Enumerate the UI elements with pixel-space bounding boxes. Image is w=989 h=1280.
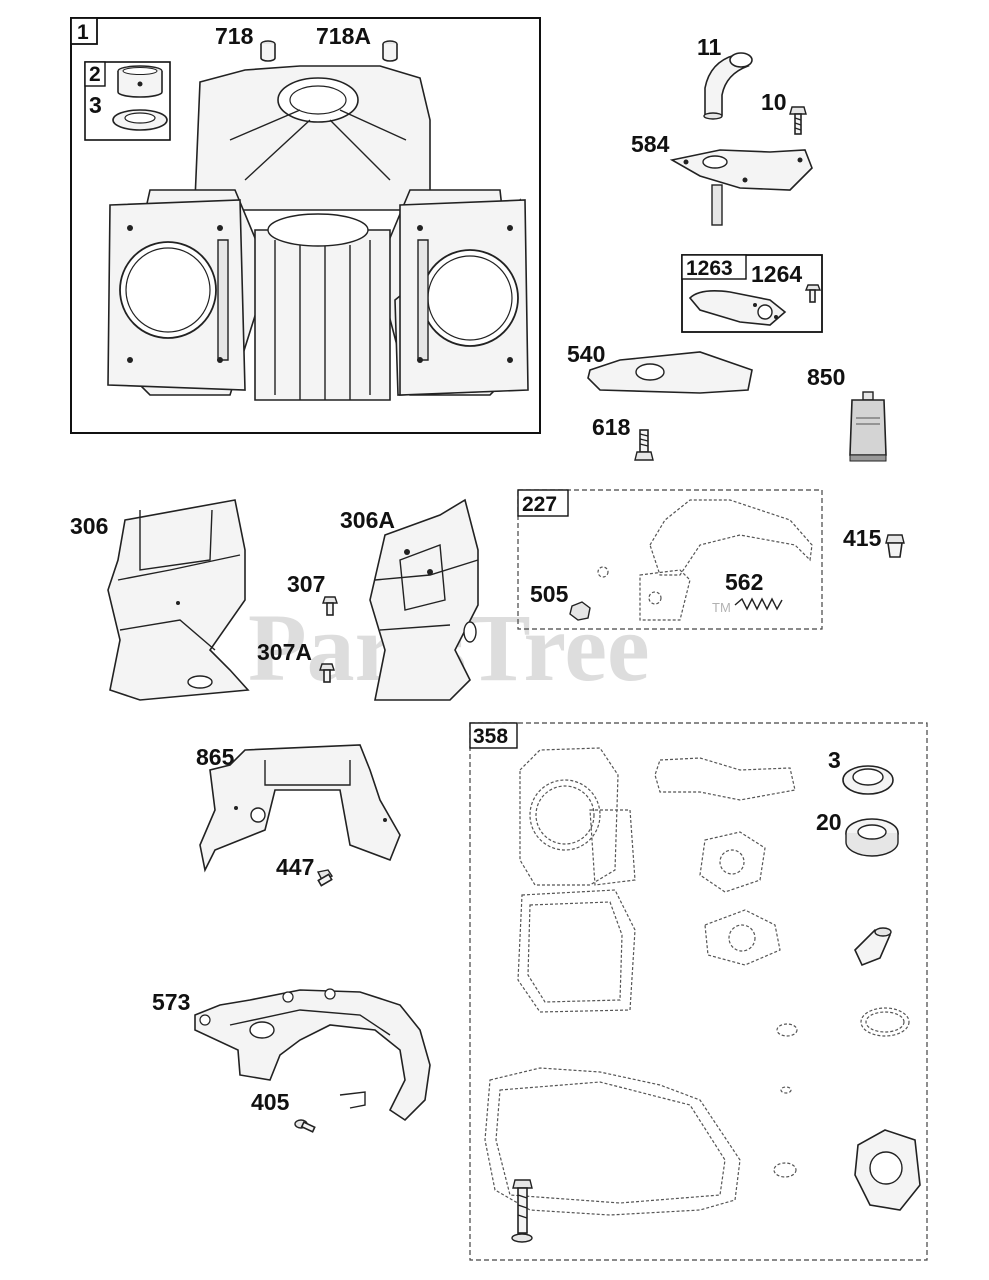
screw-307-part <box>322 596 338 616</box>
o-ring-small-3-part <box>773 1162 797 1178</box>
callout-718[interactable]: 718 <box>215 23 254 49</box>
screw-1264-part <box>804 284 822 303</box>
watermark-trademark: TM <box>712 600 731 615</box>
callout-307a[interactable]: 307A <box>257 639 312 665</box>
gasket-set-group: 358 <box>469 722 928 1261</box>
bolt-part <box>511 1179 533 1243</box>
gasket-set-box-number[interactable]: 358 <box>473 725 508 748</box>
plug-415-part <box>885 534 905 558</box>
carburetor-gasket-1-part <box>699 831 766 893</box>
callout-20[interactable]: 20 <box>816 809 842 835</box>
air-guide-306a-part <box>369 498 479 701</box>
bushing-seal-box-number[interactable]: 2 <box>89 63 101 86</box>
o-ring-small-2-part <box>780 1086 792 1094</box>
callout-573[interactable]: 573 <box>152 989 190 1015</box>
callout-415[interactable]: 415 <box>843 525 882 551</box>
backplate-573-part <box>194 988 431 1122</box>
control-bracket-box-number[interactable]: 227 <box>522 493 557 516</box>
callout-405[interactable]: 405 <box>251 1089 290 1115</box>
screw-307a-part <box>319 663 335 683</box>
callout-618[interactable]: 618 <box>592 414 631 440</box>
intake-gasket-part <box>654 757 796 801</box>
control-bracket-group: 227 505 562 <box>517 489 823 630</box>
gasket-set-box-tag <box>469 722 518 749</box>
bushing-seal-box <box>84 61 171 141</box>
carburetor-gasket-2-part <box>704 909 781 966</box>
callout-505[interactable]: 505 <box>530 581 569 607</box>
cylinder-block-part <box>107 65 529 401</box>
control-bracket-part <box>597 499 813 621</box>
bushing-seal-box-tag <box>84 61 106 87</box>
valve-seal-part <box>854 927 892 967</box>
governor-arm-box <box>681 254 823 333</box>
callout-306[interactable]: 306 <box>70 513 108 539</box>
cylinder-block-box-tag <box>70 17 98 45</box>
cylinder-block-box-number[interactable]: 1 <box>77 21 89 44</box>
callout-10[interactable]: 10 <box>761 89 787 115</box>
dowel-pin-718 <box>260 40 276 62</box>
screw-618-part <box>634 429 654 461</box>
governor-arm-part <box>688 290 787 326</box>
seal-20-part <box>845 818 899 857</box>
screw-447-part <box>316 869 334 887</box>
o-ring-small-1-part <box>776 1023 798 1037</box>
screw-405-part <box>294 1119 316 1133</box>
sump-gasket-part <box>484 1067 741 1216</box>
callout-306a[interactable]: 306A <box>340 507 395 533</box>
callout-307[interactable]: 307 <box>287 571 325 597</box>
callout-1264[interactable]: 1264 <box>751 261 802 287</box>
baffle-865-part <box>199 744 401 873</box>
intake-elbow-gasket-part <box>854 1129 921 1211</box>
sealant-tube-part <box>849 391 887 462</box>
nut-505-part <box>569 601 591 621</box>
bushing-part <box>117 65 163 98</box>
screw-10-part <box>789 106 807 135</box>
breather-cover-part <box>669 149 813 226</box>
callout-11[interactable]: 11 <box>697 34 722 60</box>
cylinder-block-box <box>70 17 541 434</box>
gasket-set-box <box>469 722 928 1261</box>
head-gasket-part <box>519 747 619 886</box>
governor-arm-group: 1263 1264 <box>681 254 823 333</box>
seal-part <box>112 109 168 131</box>
control-bracket-box <box>517 489 823 630</box>
callout-584[interactable]: 584 <box>631 131 670 157</box>
cylinder-block-group: 1 2 3 718 718A <box>70 17 541 434</box>
callout-850[interactable]: 850 <box>807 364 845 390</box>
o-ring-large-part <box>860 1007 910 1037</box>
governor-arm-box-tag <box>681 254 747 280</box>
callout-447[interactable]: 447 <box>276 854 314 880</box>
breather-tube-part <box>703 52 753 120</box>
callout-562[interactable]: 562 <box>725 569 763 595</box>
spring-562-part <box>734 597 783 611</box>
baffle-plate-540-part <box>587 351 753 394</box>
dowel-pin-718a <box>382 40 398 62</box>
callout-718a[interactable]: 718A <box>316 23 371 49</box>
governor-arm-box-number[interactable]: 1263 <box>686 257 733 280</box>
callout-3-top[interactable]: 3 <box>89 92 102 118</box>
control-bracket-box-tag <box>517 489 569 517</box>
seal-3-right-part <box>842 765 894 795</box>
valve-cover-gasket-1-part <box>589 809 636 886</box>
air-guide-306-part <box>107 499 250 701</box>
valve-cover-gasket-2-part <box>517 889 636 1013</box>
callout-3-right[interactable]: 3 <box>828 747 841 773</box>
callout-540[interactable]: 540 <box>567 341 605 367</box>
